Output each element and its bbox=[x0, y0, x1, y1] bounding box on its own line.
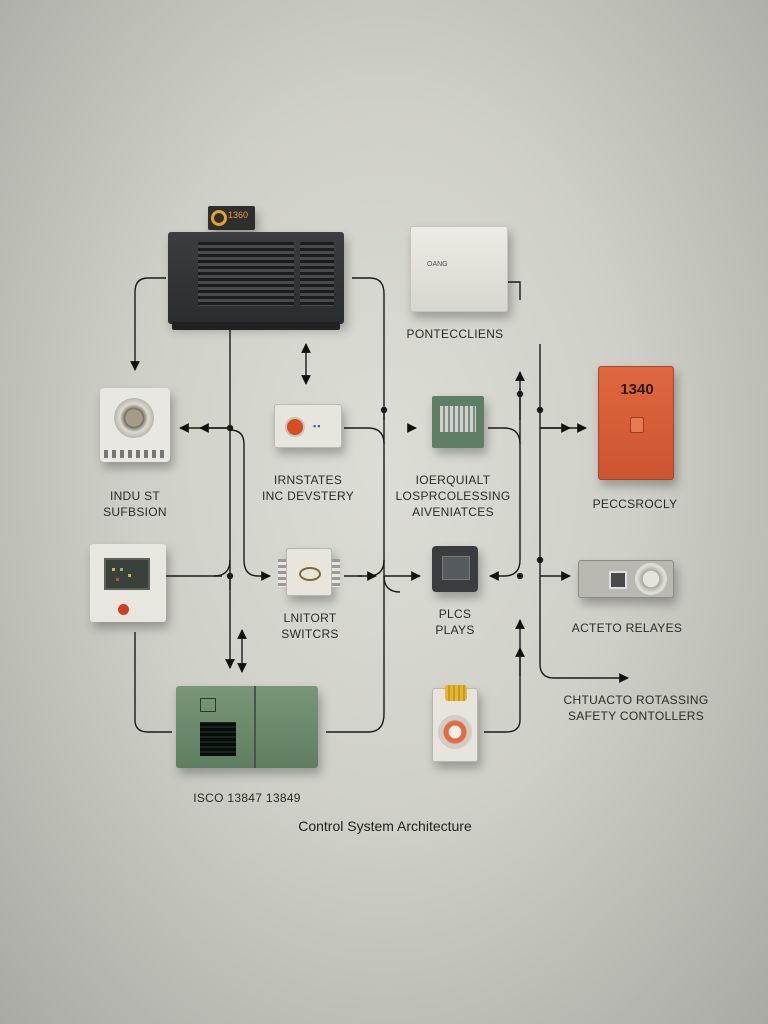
ring-icon bbox=[211, 210, 227, 226]
vent-grille-small bbox=[300, 242, 334, 306]
orange-cabinet: 1340 bbox=[598, 366, 674, 480]
hmi-screen bbox=[104, 558, 150, 590]
switch-pins-left bbox=[278, 559, 286, 587]
line-panel-to-green bbox=[134, 632, 172, 733]
badge-text: 1360 bbox=[228, 210, 249, 220]
processing-module bbox=[432, 396, 484, 448]
safety-cap bbox=[445, 685, 467, 701]
led-indicators: ▪▪ bbox=[313, 421, 322, 431]
label-isco: ISCO 13847 13849 bbox=[193, 791, 301, 805]
cabinet-number: 1340 bbox=[620, 381, 654, 398]
hmi-panel bbox=[90, 544, 166, 622]
switch-pins-right bbox=[332, 559, 340, 587]
line-hvac-to-camera bbox=[130, 277, 166, 371]
instates-switchbox: ▪▪ bbox=[274, 404, 342, 448]
label-peccs: PECCSROCLY bbox=[592, 497, 678, 511]
hvac-unit bbox=[168, 232, 344, 330]
plc-module bbox=[432, 546, 478, 592]
emergency-knob-icon bbox=[438, 715, 472, 749]
relay-indicator bbox=[609, 571, 627, 589]
controller-divider bbox=[254, 686, 256, 768]
controller-vent bbox=[200, 722, 236, 756]
sensor-lens-icon bbox=[114, 398, 154, 438]
module-face bbox=[440, 406, 476, 432]
limit-switch bbox=[278, 548, 340, 596]
label-relays: ACTETO RELAYES bbox=[571, 621, 683, 635]
relay-dial-icon bbox=[635, 563, 667, 595]
safety-controller bbox=[432, 685, 478, 762]
red-button-icon bbox=[285, 417, 305, 437]
iso-controller bbox=[176, 686, 318, 768]
line-instates-loop bbox=[229, 429, 271, 581]
chip-icon bbox=[442, 556, 470, 580]
controller-indicator bbox=[200, 698, 216, 712]
label-protection: PONTECCLIENS bbox=[406, 327, 504, 341]
enclosure-tag: OANG bbox=[427, 261, 448, 268]
line-hvac-right bbox=[326, 277, 385, 733]
actuator-relay bbox=[578, 560, 674, 598]
vent-grille bbox=[198, 242, 294, 306]
industrial-sensor bbox=[100, 388, 170, 462]
line-far-right-trunk bbox=[539, 344, 629, 683]
stop-button-icon bbox=[118, 604, 129, 615]
display-badge: 1360 bbox=[208, 206, 255, 230]
coil-icon bbox=[299, 567, 321, 581]
sensor-ports bbox=[104, 450, 166, 458]
diagram-title: Control System Architecture bbox=[298, 818, 472, 834]
hvac-base bbox=[172, 322, 340, 330]
cabinet-button-icon bbox=[630, 417, 644, 433]
protection-enclosure: OANG bbox=[410, 226, 508, 312]
